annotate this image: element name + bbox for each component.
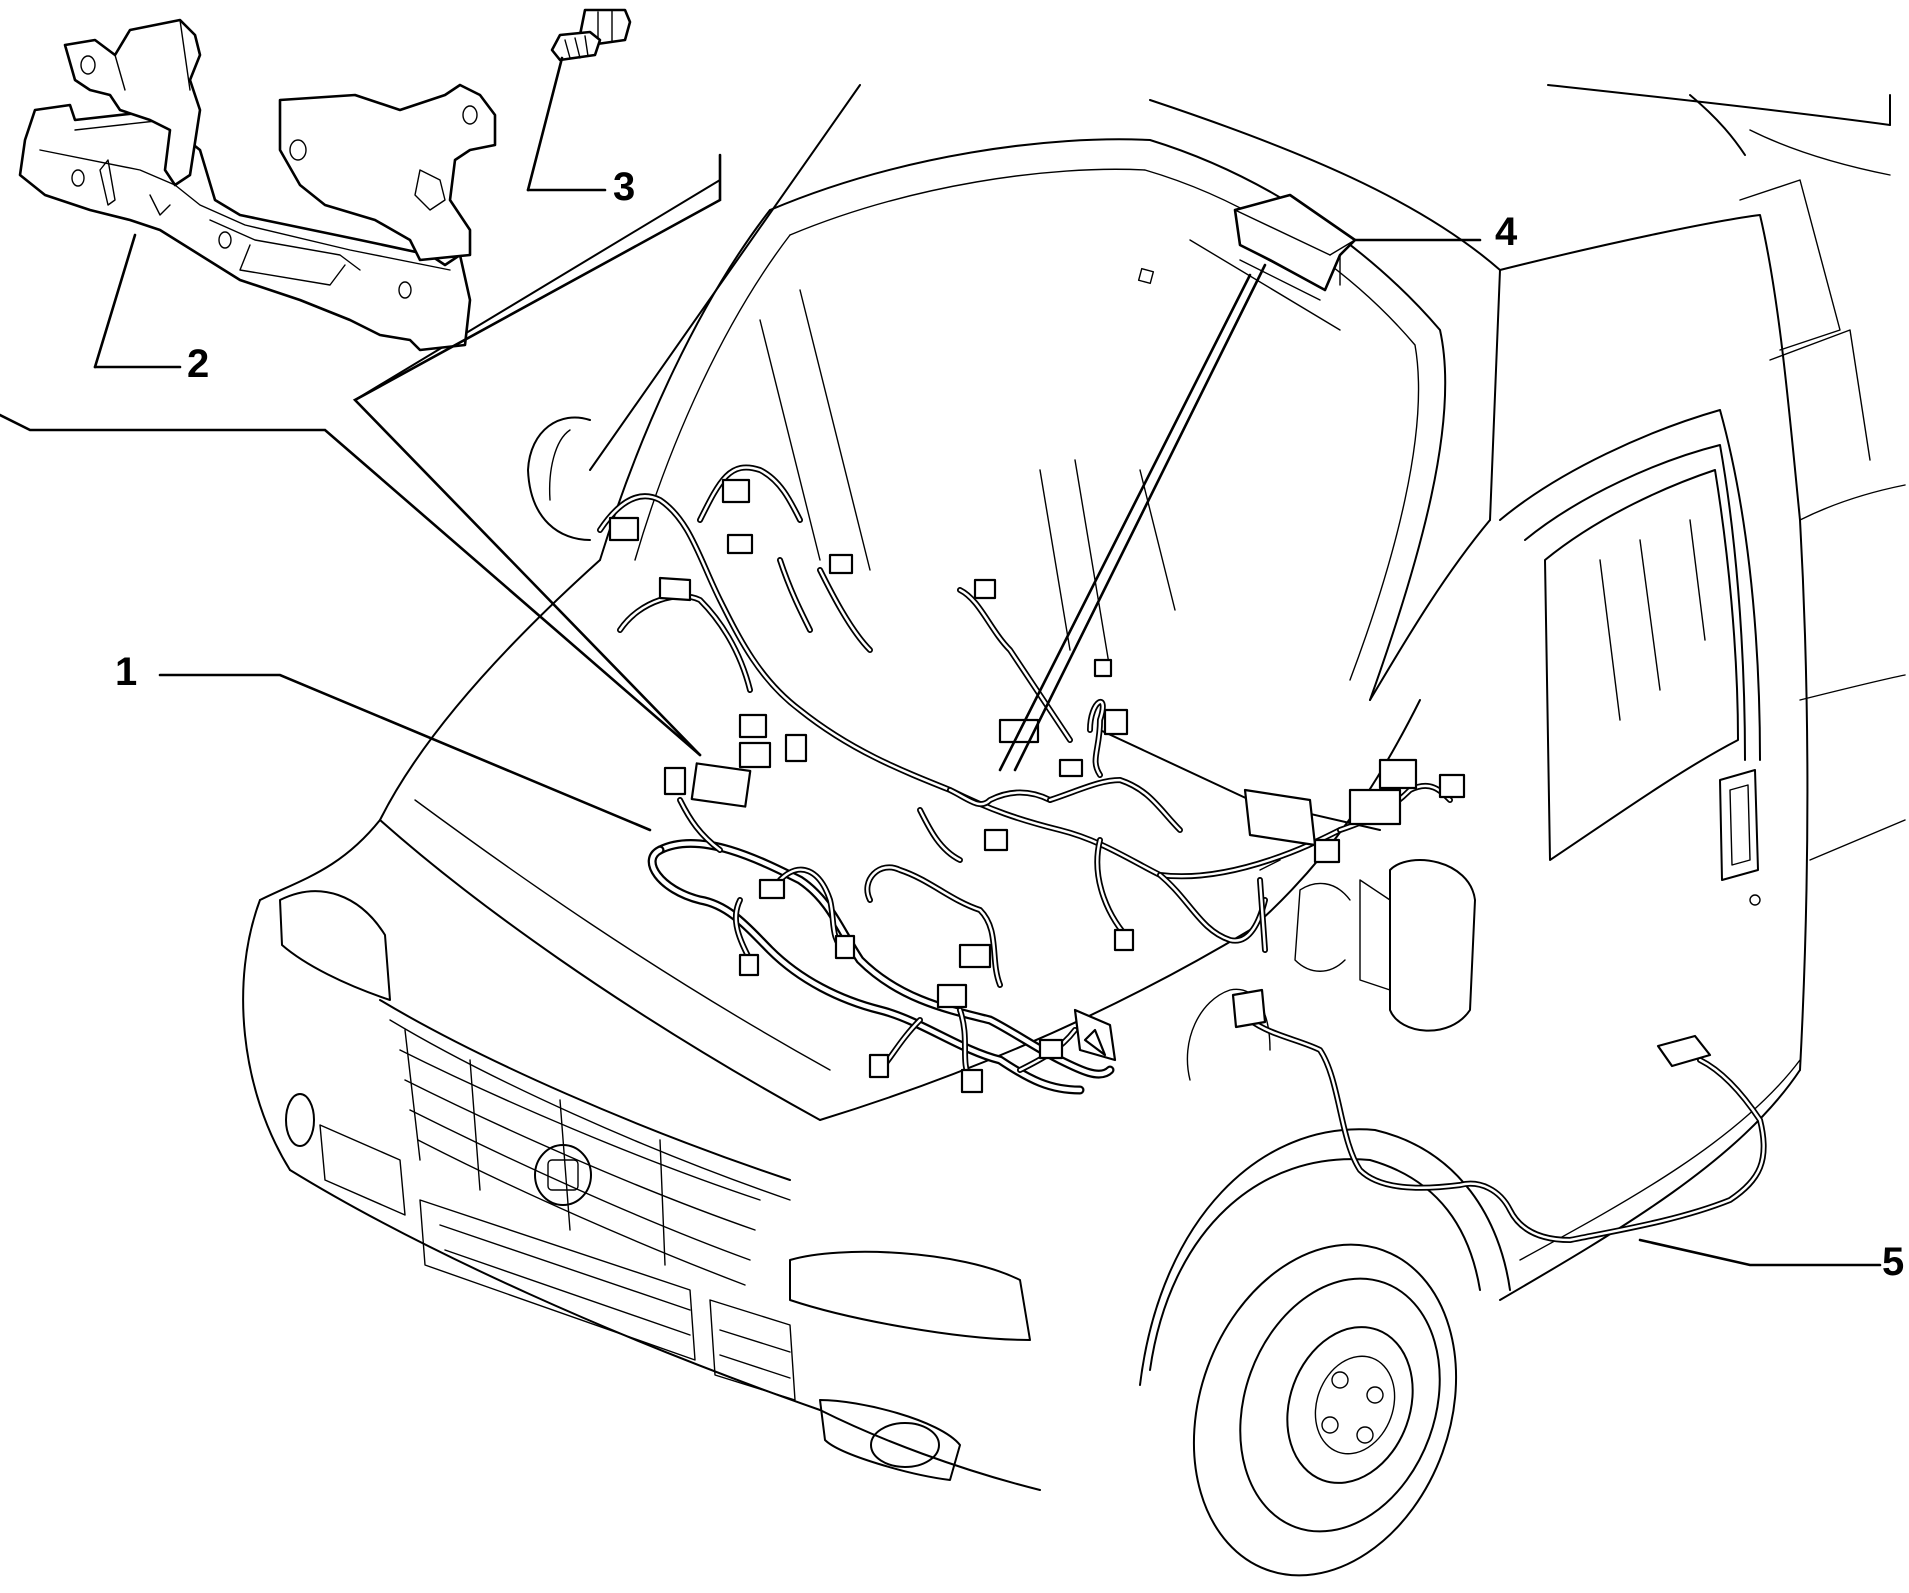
side-harness [1231, 988, 1767, 1243]
left-headlamp [279, 890, 391, 1001]
van-body [242, 84, 1906, 1577]
callout-5: 5 [1882, 1240, 1904, 1284]
callout-2: 2 [187, 342, 209, 386]
harness-cover-part [1233, 193, 1357, 292]
callout-3: 3 [613, 165, 635, 209]
front-wheel [1192, 1243, 1458, 1577]
leader-lines [0, 56, 1882, 1267]
support-bracket-part [18, 18, 497, 352]
bumper-vents [319, 1124, 796, 1401]
engine-harness [647, 762, 1117, 1095]
left-fog-lamp [285, 1093, 315, 1147]
wing-mirror [1294, 859, 1476, 1032]
fixing-bolt-part [550, 8, 632, 62]
brand-badge [534, 1144, 592, 1206]
right-fog-lamp [819, 1399, 961, 1481]
right-headlamp [789, 1250, 1031, 1341]
callout-1: 1 [115, 650, 137, 694]
callout-4: 4 [1495, 210, 1518, 254]
dashboard-harness [597, 464, 1466, 953]
front-door [1499, 409, 1761, 906]
front-grille [399, 1029, 761, 1286]
